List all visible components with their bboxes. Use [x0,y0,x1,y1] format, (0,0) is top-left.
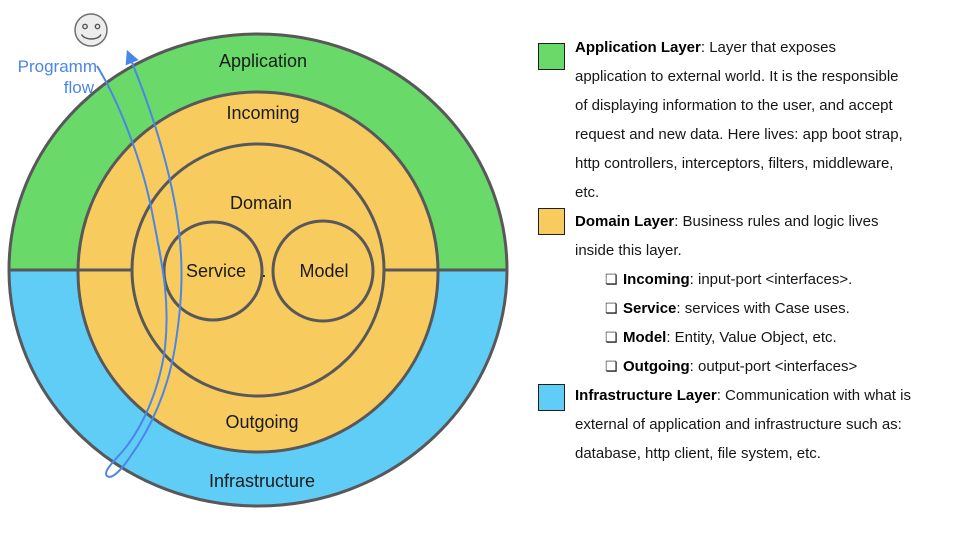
model-label: Model [299,261,348,281]
outgoing-label: Outgoing [225,412,298,432]
application-layer-title: Application Layer [575,39,701,56]
architecture-diagram: Application Incoming Domain Service . Mo… [7,13,509,508]
stray-dot: . [261,261,266,281]
legend-text-line: request and new data. Here lives: app bo… [575,126,903,143]
domain-layer-swatch [538,208,565,235]
bullet-incoming: ❏Incoming: input-port <interfaces>. [575,265,957,294]
legend: Application Layer: Layer that exposes ap… [575,33,957,468]
smiley-icon [74,13,108,47]
program-flow-arrow [96,49,183,478]
infrastructure-layer-title: Infrastructure Layer [575,387,717,404]
incoming-label: Incoming [226,103,299,123]
service-circle [162,220,264,322]
application-layer-heading: Application Layer: Layer that exposes [575,39,836,56]
domain-label: Domain [230,193,292,213]
legend-text-line: of displaying information to the user, a… [575,97,893,114]
legend-text-line: external of application and infrastructu… [575,416,902,433]
bullet-outgoing: ❏Outgoing: output-port <interfaces> [575,352,957,381]
square-bullet-icon: ❏ [605,271,618,287]
application-label: Application [219,51,307,71]
infrastructure-layer-swatch [538,384,565,411]
infrastructure-layer-heading: Infrastructure Layer: Communication with… [575,387,911,404]
domain-layer-heading: Domain Layer: Business rules and logic l… [575,213,879,230]
bullet-model: ❏Model: Entity, Value Object, etc. [575,323,957,352]
domain-layer-title: Domain Layer [575,213,675,230]
model-circle [271,219,375,323]
program-flow-label-line2: flow [64,78,95,97]
square-bullet-icon: ❏ [605,358,618,374]
legend-text-line: http controllers, interceptors, filters,… [575,155,894,172]
service-label: Service [186,261,246,281]
legend-text-line: etc. [575,184,600,201]
bullet-service: ❏Service: services with Case uses. [575,294,957,323]
legend-text-line: application to external world. It is the… [575,68,899,85]
program-flow-label-line1: Programm [18,57,97,76]
application-layer-swatch [538,43,565,70]
square-bullet-icon: ❏ [605,300,618,316]
legend-text-line: database, http client, file system, etc. [575,445,821,462]
legend-text-line: inside this layer. [575,242,682,259]
infrastructure-label: Infrastructure [209,471,315,491]
square-bullet-icon: ❏ [605,329,618,345]
